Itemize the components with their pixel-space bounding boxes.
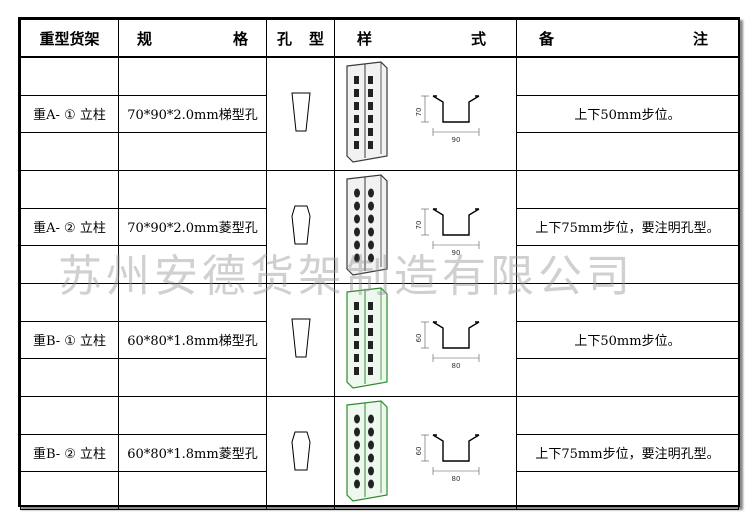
cross-section-profile: 80 60 [415, 321, 480, 370]
table-row: 80 60 [20, 283, 739, 397]
spec-cell: 70*90*2.0mm菱型孔 [118, 207, 267, 247]
spec-cell: 70*90*2.0mm梯型孔 [118, 94, 267, 134]
table-row [20, 471, 739, 510]
header-hole-type: 孔型 [266, 19, 335, 57]
style-cell: 80 60 [334, 283, 517, 397]
note-cell: 上下75mm步位，要注明孔型。 [516, 207, 739, 247]
profile-height-label: 60 [415, 447, 423, 456]
hole-type-cell [266, 170, 335, 284]
header-shelf-type: 重型货架 [20, 19, 119, 57]
profile-width-label: 80 [452, 475, 461, 483]
note-cell: 上下50mm步位。 [516, 94, 739, 134]
diamond-hole-icon [290, 431, 311, 471]
table-row [20, 358, 739, 397]
hole-type-cell [266, 396, 335, 510]
header-notes: 备注 [516, 19, 739, 57]
trapezoid-hole-icon [290, 318, 311, 358]
hole-type-cell [266, 283, 335, 397]
profile-width-label: 80 [452, 362, 461, 370]
style-cell: 80 60 [334, 396, 517, 510]
column-style-drawing: 90 70 [346, 174, 480, 276]
column-style-drawing: 80 60 [346, 400, 480, 502]
profile-width-label: 90 [452, 249, 461, 257]
column-name-cell: 重B- ② 立柱 [20, 433, 119, 473]
spec-table: 重型货架 规格 孔型 样式 备注 [20, 19, 739, 57]
style-cell: 90 70 [334, 57, 517, 171]
table-row [20, 132, 739, 171]
style-cell: 90 70 [334, 170, 517, 284]
column-style-drawing: 90 70 [346, 61, 480, 163]
table-header-row: 重型货架 规格 孔型 样式 备注 [20, 19, 739, 57]
profile-height-label: 60 [415, 334, 423, 343]
table-row: 90 70 [20, 57, 739, 171]
column-style-drawing: 80 60 [346, 287, 480, 389]
profile-height-label: 70 [415, 108, 423, 117]
table-row [20, 245, 739, 284]
note-cell: 上下75mm步位，要注明孔型。 [516, 433, 739, 473]
spec-cell: 60*80*1.8mm菱型孔 [118, 433, 267, 473]
spec-cell: 60*80*1.8mm梯型孔 [118, 320, 267, 360]
header-style: 样式 [334, 19, 517, 57]
column-name-cell: 重A- ② 立柱 [20, 207, 119, 247]
diamond-hole-icon [290, 205, 311, 245]
table-row: 80 60 [20, 396, 739, 510]
note-cell: 上下50mm步位。 [516, 320, 739, 360]
column-3d-view [346, 61, 388, 163]
profile-height-label: 70 [415, 221, 423, 230]
hole-type-cell [266, 57, 335, 171]
column-3d-view [346, 174, 388, 276]
header-spec: 规格 [118, 19, 267, 57]
column-3d-view [346, 400, 388, 502]
profile-width-label: 90 [452, 136, 461, 144]
cross-section-profile: 90 70 [415, 95, 480, 144]
cross-section-profile: 90 70 [415, 208, 480, 257]
column-name-cell: 重B- ① 立柱 [20, 320, 119, 360]
trapezoid-hole-icon [290, 92, 311, 132]
column-3d-view [346, 287, 388, 389]
table-row: 90 70 [20, 170, 739, 284]
column-name-cell: 重A- ① 立柱 [20, 94, 119, 134]
cross-section-profile: 80 60 [415, 434, 480, 483]
